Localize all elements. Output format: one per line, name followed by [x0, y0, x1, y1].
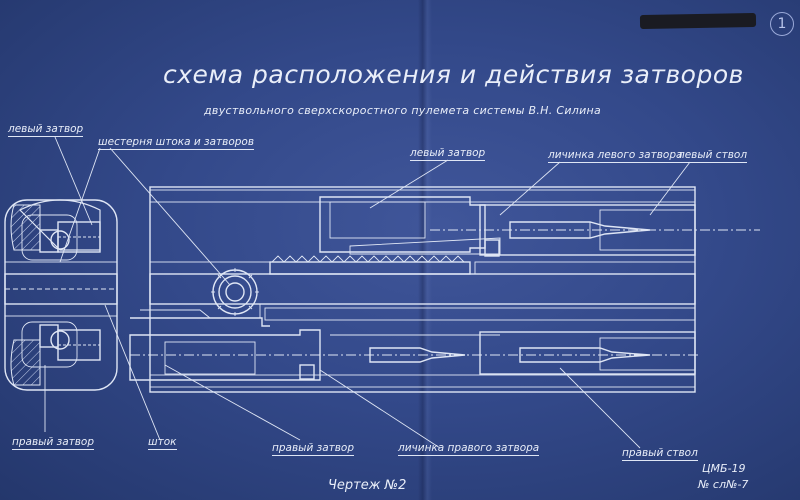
label-left-bolt-section: левый затвор [8, 123, 83, 137]
label-left-barrel: левый ствол [678, 149, 747, 163]
label-left-bolt: левый затвор [410, 147, 485, 161]
label-rod-gear: шестерня штока и затворов [98, 136, 254, 150]
archive-code: ЦМБ-19 [702, 462, 746, 475]
label-left-bolt-latch: личинка левого затвора [548, 149, 682, 163]
label-right-bolt-section: правый затвор [12, 436, 94, 450]
label-right-barrel: правый ствол [622, 447, 698, 461]
leader-lines [45, 137, 690, 448]
archive-ref: № сл№-7 [698, 478, 748, 491]
cross-section-view [5, 200, 117, 390]
label-rod: шток [148, 436, 177, 450]
label-right-bolt-latch: личинка правого затвора [398, 442, 539, 456]
label-right-bolt: правый затвор [272, 442, 354, 456]
longitudinal-view [130, 187, 760, 392]
drawing-number: Чертеж №2 [328, 478, 406, 493]
